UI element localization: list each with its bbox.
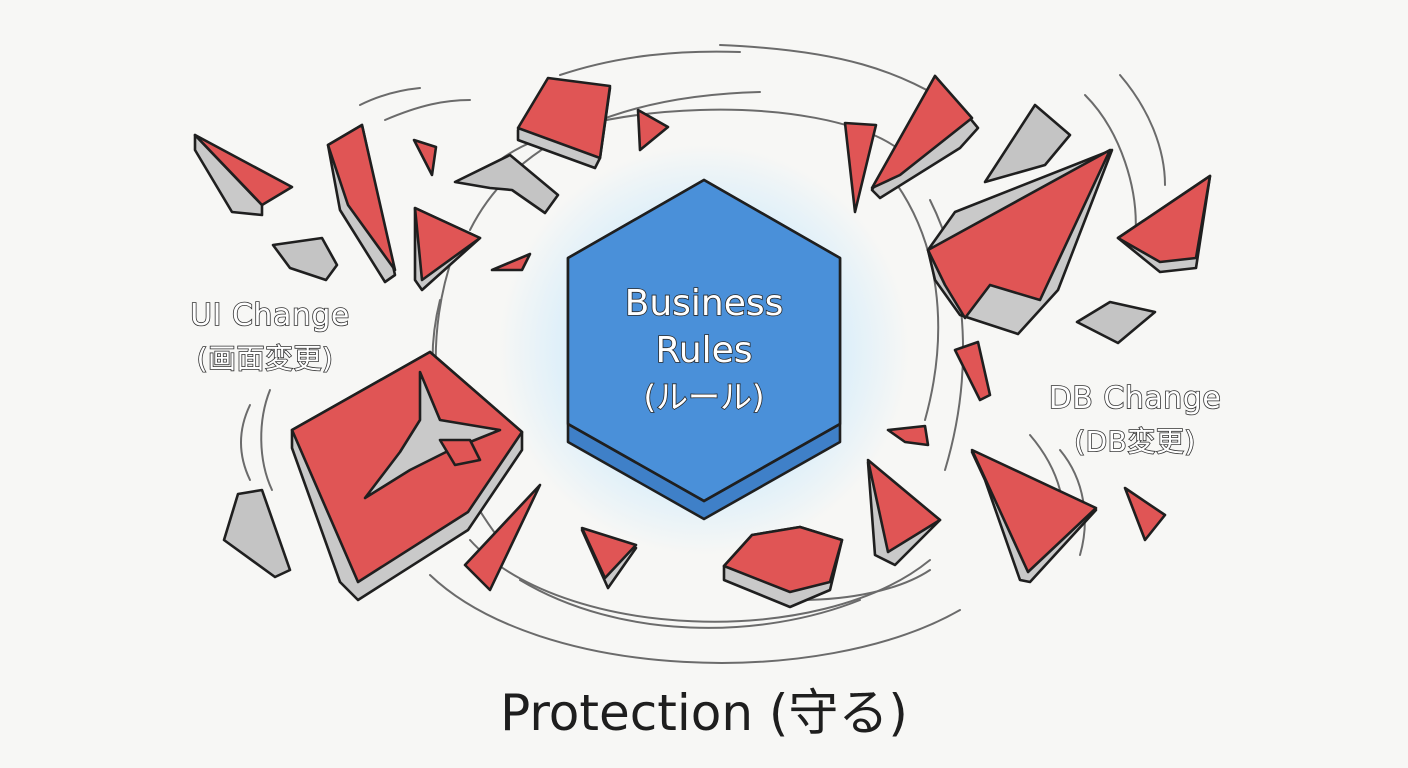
fragment-red-11 <box>843 121 878 214</box>
fragment-large-right <box>926 148 1114 336</box>
db-change-label: DB Change (DB変更) <box>1048 380 1222 459</box>
fragment-red-13 <box>1116 174 1212 274</box>
fragment-gray-5 <box>1075 300 1157 345</box>
fragment-large-left <box>290 350 524 602</box>
fragment-red-17 <box>1123 486 1167 542</box>
fragment-red-14 <box>953 340 992 402</box>
fragment-red-1 <box>193 133 294 217</box>
fragment-gray-3 <box>222 488 292 579</box>
fragment-red-5 <box>490 252 532 272</box>
fragment-red-9 <box>580 526 638 590</box>
fragment-red-10 <box>722 525 844 609</box>
fragment-gray-4 <box>983 103 1072 184</box>
db-change-subtitle: (DB変更) <box>1074 425 1196 458</box>
fragment-large-right-2 <box>970 448 1098 584</box>
fragment-red-12 <box>870 74 980 200</box>
center-line-3: (ルール) <box>644 378 765 416</box>
fragment-red-2 <box>326 123 397 284</box>
fragment-gray-1 <box>271 236 339 282</box>
fragment-red-16 <box>866 458 942 567</box>
protection-caption: Protection (守る) <box>500 684 908 742</box>
db-change-title: DB Change <box>1049 381 1222 416</box>
business-rules-hexagon: Business Rules (ルール) <box>566 178 842 521</box>
center-line-1: Business <box>625 283 784 324</box>
fragment-red-3 <box>412 138 438 177</box>
fragment-red-6 <box>516 76 612 170</box>
fragment-red-8 <box>463 483 542 592</box>
center-line-2: Rules <box>655 330 752 371</box>
fragments <box>193 74 1212 609</box>
fragment-red-15 <box>886 424 930 447</box>
ui-change-subtitle: (画面変更) <box>197 342 334 375</box>
ui-change-title: UI Change <box>190 298 350 333</box>
fragment-gray-2 <box>453 153 560 215</box>
fragment-red-4 <box>413 206 482 292</box>
ui-change-label: UI Change (画面変更) <box>189 297 350 376</box>
fragment-red-7 <box>636 108 670 152</box>
